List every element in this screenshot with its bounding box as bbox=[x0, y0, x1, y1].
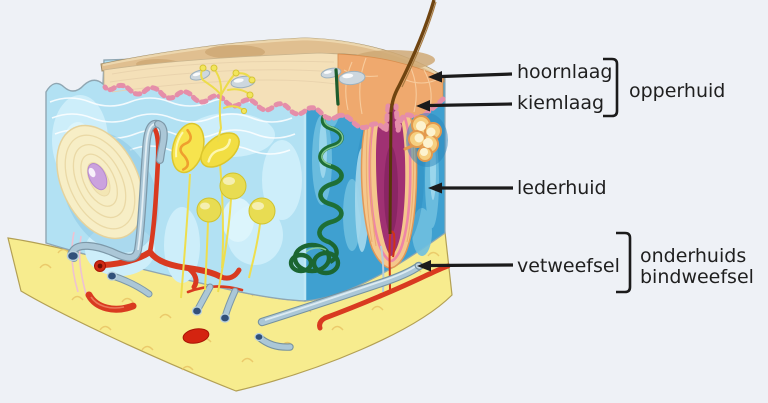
blood-vessels bbox=[66, 119, 244, 344]
sweat-gland-coil bbox=[288, 240, 341, 276]
sebaceous-gland bbox=[403, 113, 448, 167]
receptor-stems bbox=[180, 162, 261, 299]
artery-cross-section bbox=[97, 263, 103, 269]
label-vetweefsel: vetweefsel bbox=[517, 255, 620, 277]
label-lederhuid: lederhuid bbox=[517, 177, 607, 199]
basal-layer-left bbox=[102, 82, 341, 122]
receptor-balls bbox=[196, 172, 276, 225]
nerve-ending-tips bbox=[199, 64, 256, 115]
sweat-pore-duct bbox=[334, 68, 340, 106]
vein-cross-section bbox=[66, 250, 80, 262]
bracket-opperhuid bbox=[603, 57, 619, 118]
sweat-duct bbox=[317, 101, 344, 245]
arrow-hoornlaag bbox=[428, 71, 513, 83]
label-opperhuid: opperhuid bbox=[629, 80, 726, 102]
group-brackets bbox=[603, 57, 632, 294]
label-kiemlaag: kiemlaag bbox=[517, 92, 605, 114]
label-onderhuids-bindweefsel: onderhuids bindweefsel bbox=[640, 246, 754, 288]
corpuscle-nerve-tail bbox=[71, 231, 87, 295]
pacinian-corpuscle bbox=[56, 124, 159, 295]
vein-loop bbox=[66, 119, 168, 262]
annotation-arrows bbox=[416, 71, 514, 272]
sweat-gland bbox=[288, 101, 344, 276]
label-onderhuids-line1: onderhuids bbox=[640, 245, 747, 267]
arrow-kiemlaag bbox=[416, 100, 513, 112]
free-nerve-endings bbox=[199, 64, 256, 142]
subcutaneous-vessels bbox=[254, 261, 451, 351]
label-onderhuids-line2: bindweefsel bbox=[640, 266, 754, 288]
label-hoornlaag: hoornlaag bbox=[517, 61, 613, 83]
arrow-lederhuid bbox=[428, 182, 513, 194]
hair-shaft bbox=[388, 0, 437, 235]
bracket-onderhuids bbox=[616, 231, 632, 294]
subcutaneous-artery bbox=[317, 263, 451, 331]
vessel-cross-section-red bbox=[182, 328, 210, 344]
gland-oval-2 bbox=[200, 132, 240, 168]
sensory-receptors bbox=[171, 122, 276, 299]
arrow-vetweefsel bbox=[417, 260, 514, 272]
